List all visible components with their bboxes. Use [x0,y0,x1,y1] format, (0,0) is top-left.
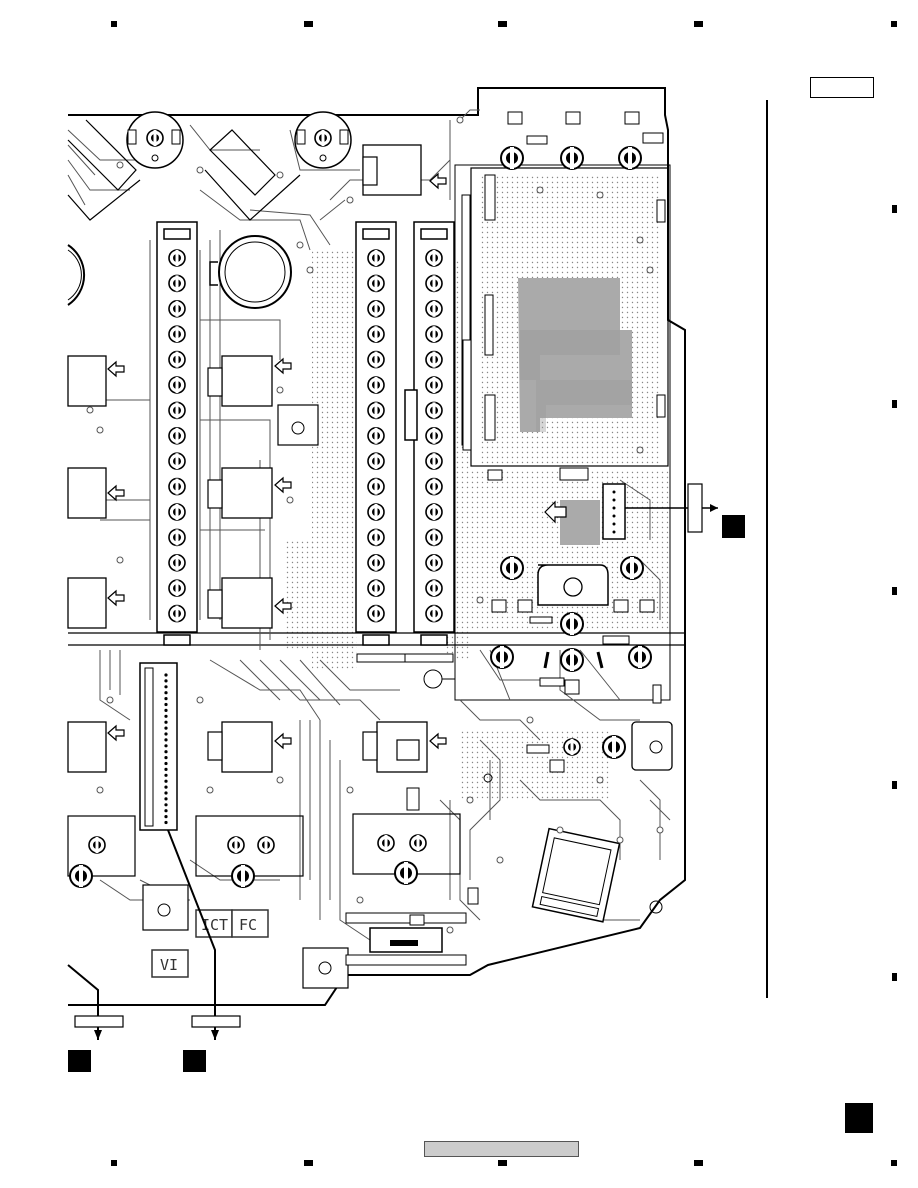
solder-pad [426,453,442,469]
solder-pad [368,326,384,342]
connector-pin [164,744,167,747]
solder-pad [368,580,384,596]
solder-pad [169,352,185,368]
solder-pad [426,326,442,342]
solder-pad [426,352,442,368]
connector-pin [164,673,167,676]
silk-label-fc: FC [239,916,257,934]
solder-pad [368,301,384,317]
solder-pad [169,250,185,266]
silk-label-vi: VI [160,956,178,974]
connector-pin [164,679,167,682]
solder-pad [169,402,185,418]
connector-pin [164,697,167,700]
solder-pad [169,301,185,317]
solder-pad [426,250,442,266]
solder-pad [169,377,185,393]
connector-pin [164,780,167,783]
solder-pad [426,275,442,291]
solder-pad [169,275,185,291]
connector-pin [164,791,167,794]
solder-pad [368,402,384,418]
solder-pad [426,606,442,622]
solder-pad [169,504,185,520]
connector-pin [164,732,167,735]
solder-pad [169,326,185,342]
solder-pad [368,250,384,266]
connector-pin [164,786,167,789]
solder-pad [368,606,384,622]
connector-pin [164,803,167,806]
solder-pad [426,428,442,444]
connector-pin [164,691,167,694]
connector-pin [164,727,167,730]
solder-pad [169,453,185,469]
solder-pad [426,555,442,571]
connector-pin [164,797,167,800]
connector-pin [164,809,167,812]
solder-pad [169,580,185,596]
connector-pin [164,703,167,706]
connector-pin [164,715,167,718]
solder-pad [169,555,185,571]
solder-pad [368,504,384,520]
connector-pin [164,738,167,741]
connector-pin [164,750,167,753]
solder-pad [368,453,384,469]
connector-pin [164,821,167,824]
solder-pad [426,479,442,495]
connector-pin [164,774,167,777]
solder-pad [426,402,442,418]
solder-pad [169,606,185,622]
solder-pad [368,352,384,368]
solder-pad [368,555,384,571]
solder-pad [368,377,384,393]
connector-pin [164,762,167,765]
solder-pad [426,529,442,545]
solder-pad [368,428,384,444]
connector-pin [164,709,167,712]
connector-pin [164,756,167,759]
connector-pin [164,685,167,688]
solder-pad [169,479,185,495]
solder-pad [169,529,185,545]
solder-pad [426,504,442,520]
solder-pad [426,301,442,317]
solder-pad [426,580,442,596]
connector-pin [164,721,167,724]
solder-pad [426,377,442,393]
connector-pin [164,815,167,818]
solder-pad [368,479,384,495]
solder-pad [169,428,185,444]
connector-pin [164,768,167,771]
solder-pad [368,275,384,291]
solder-pad [368,529,384,545]
